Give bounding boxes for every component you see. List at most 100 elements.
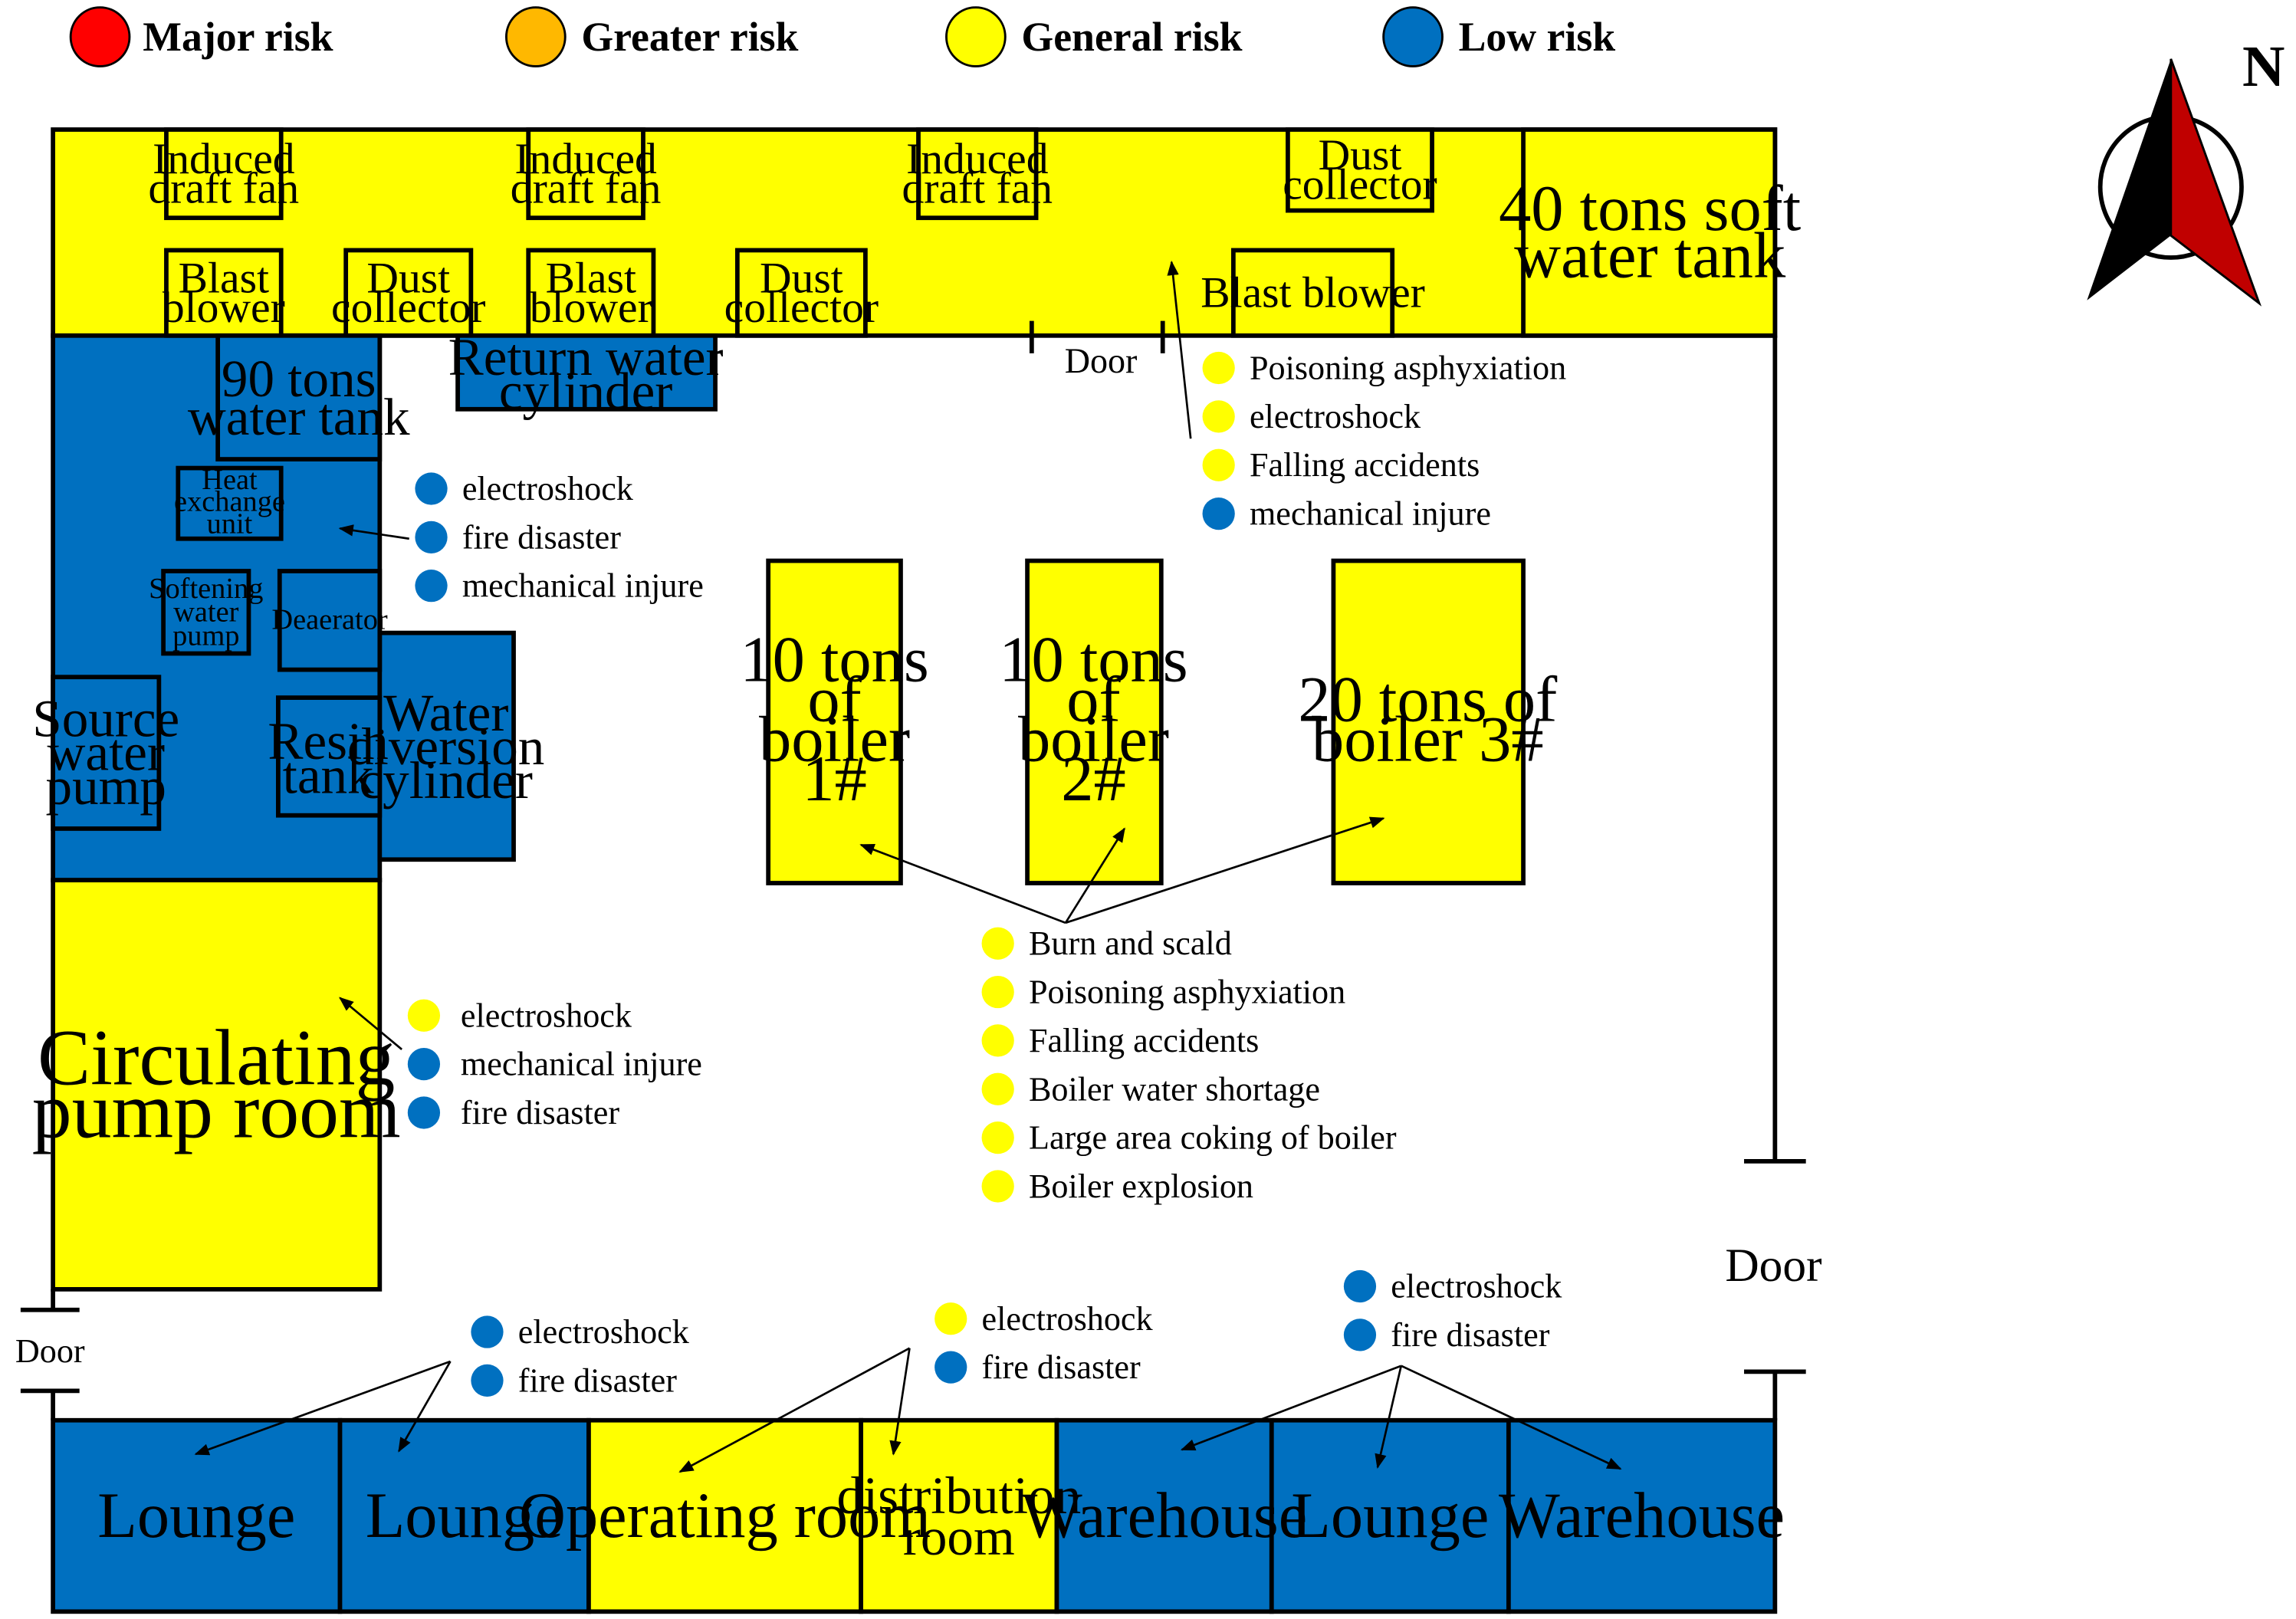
risk-lounges-item: fire disaster: [518, 1361, 677, 1399]
risk-dot-general: [981, 1024, 1014, 1057]
risk-dot-low: [415, 570, 448, 603]
risk-boilers-item: Poisoning asphyxiation: [1029, 974, 1345, 1011]
blast-blower-3-box: [1230, 248, 1395, 338]
risk-dot-low: [407, 1096, 441, 1129]
bottom-room-7: [1506, 1417, 1778, 1614]
circulating-pump-room-label: Circulating: [38, 1014, 395, 1102]
legend-general-label: General risk: [1021, 14, 1242, 60]
risk-water-treatment-item: mechanical injure: [462, 567, 704, 605]
risk-dot-low: [934, 1351, 967, 1384]
boiler-2-box: [1025, 558, 1164, 885]
heat-exchange-unit-label: Heat: [202, 464, 258, 496]
compass-needle-east: [2170, 58, 2262, 307]
risk-top-area-item: electroshock: [1250, 398, 1421, 435]
bottom-room-4-label: room: [903, 1507, 1015, 1566]
induced-draft-fan-2-box: [526, 127, 645, 221]
softening-water-pump-label: water: [173, 596, 238, 629]
risk-pump-room-item: electroshock: [461, 997, 632, 1034]
legend-low-label: Low risk: [1459, 14, 1616, 60]
legend-low-dot: [1382, 6, 1444, 67]
induced-draft-fan-2-label: draft fan: [511, 164, 662, 212]
compass-needle-west: [2087, 58, 2171, 300]
arrow-lounge-1: [194, 1360, 451, 1456]
risk-dot-general: [1202, 448, 1235, 481]
heat-exchange-unit-box: [176, 465, 284, 541]
risk-boilers-item: Large area coking of boiler: [1029, 1119, 1397, 1157]
legend-major-dot: [69, 6, 131, 67]
induced-draft-fan-2-label: Induced: [514, 135, 657, 183]
legend-greater-dot: [504, 6, 567, 67]
risk-dot-general: [981, 1072, 1014, 1105]
bottom-room-2-label: Lounge: [366, 1480, 563, 1552]
source-water-pump-label: pump: [46, 757, 166, 816]
dust-collector-1-label: Dust: [366, 254, 450, 302]
risk-dot-general: [981, 1170, 1014, 1203]
risk-top-area-item: Falling accidents: [1250, 446, 1480, 484]
induced-draft-fan-3-label: draft fan: [902, 164, 1053, 212]
arrow-distribution-room: [889, 1348, 911, 1456]
water-tank-90-label: water tank: [188, 387, 410, 446]
arrow-lounge-3: [1375, 1365, 1403, 1470]
risk-dot-general: [934, 1302, 967, 1335]
risk-boilers-item: Boiler water shortage: [1029, 1070, 1320, 1108]
induced-draft-fan-1-box: [164, 127, 284, 221]
legend-general-dot: [945, 6, 1007, 67]
risk-operating-item: electroshock: [982, 1300, 1154, 1338]
boiler-1-label: boiler: [759, 704, 910, 775]
bottom-room-3-label: Operating room: [519, 1480, 931, 1552]
dust-collector-top-label: collector: [1283, 161, 1437, 209]
boiler-2-label: boiler: [1018, 704, 1169, 775]
boiler-2-label: of: [1066, 664, 1121, 735]
boiler-1-label: 10 tons: [740, 625, 928, 696]
induced-draft-fan-3-box: [916, 127, 1039, 221]
arrow-top-area: [1167, 260, 1192, 439]
top-equipment-area: [51, 127, 1778, 338]
heat-exchange-unit-label: exchange: [174, 486, 285, 518]
risk-dot-general: [1202, 351, 1235, 385]
dust-collector-2-label: Dust: [760, 254, 843, 302]
risk-dot-low: [415, 472, 448, 505]
risk-dot-general: [1202, 400, 1235, 433]
bottom-room-6-label: Lounge: [1291, 1480, 1489, 1552]
boiler-1-label: of: [807, 664, 862, 735]
softening-water-pump-label: Softening: [149, 573, 263, 605]
induced-draft-fan-1-label: Induced: [153, 135, 295, 183]
risk-boilers-item: Boiler explosion: [1029, 1167, 1253, 1205]
water-diversion-cylinder-label: cylinder: [360, 750, 533, 810]
return-water-cylinder-label: cylinder: [499, 361, 672, 420]
door-top-label: Door: [1065, 341, 1138, 380]
heat-exchange-unit-label: unit: [207, 508, 253, 540]
water-diversion-cylinder-box: [377, 630, 516, 862]
risk-dot-low: [407, 1048, 441, 1081]
risk-dot-low: [1202, 497, 1235, 530]
bottom-room-1-label: Lounge: [97, 1480, 295, 1552]
blast-blower-1-label: Blast: [179, 254, 269, 302]
legend-greater-label: Greater risk: [581, 14, 798, 60]
risk-top-area-item: mechanical injure: [1250, 495, 1491, 533]
induced-draft-fan-1-label: draft fan: [149, 164, 300, 212]
circulating-pump-room: [51, 878, 383, 1292]
arrow-boiler-3: [1065, 816, 1385, 924]
risk-warehouses-item: electroshock: [1391, 1268, 1562, 1305]
risk-dot-low: [1343, 1269, 1377, 1303]
induced-draft-fan-3-label: Induced: [906, 135, 1049, 183]
resin-tank-label: Resin: [268, 711, 388, 770]
arrow-boiler-2: [1064, 827, 1125, 924]
risk-dot-general: [981, 975, 1014, 1009]
risk-top-area-item: Poisoning asphyxiation: [1250, 350, 1566, 387]
risk-dot-low: [471, 1315, 504, 1348]
source-water-pump-label: Source: [32, 688, 179, 747]
boiler-3-box: [1331, 558, 1526, 885]
legend-major-label: Major risk: [143, 14, 333, 60]
arrow-boiler-1: [859, 843, 1066, 924]
water-diversion-cylinder-label: Water: [383, 683, 508, 742]
door-left-label: Door: [15, 1332, 85, 1370]
arrow-pump-room: [339, 997, 402, 1050]
risk-boilers-item: Falling accidents: [1029, 1022, 1259, 1059]
source-water-pump-label: water: [47, 723, 164, 782]
resin-tank-label: tank: [283, 745, 374, 804]
risk-dot-low: [471, 1364, 504, 1397]
arrow-water-treatment: [338, 524, 409, 540]
risk-dot-general: [981, 1121, 1014, 1154]
